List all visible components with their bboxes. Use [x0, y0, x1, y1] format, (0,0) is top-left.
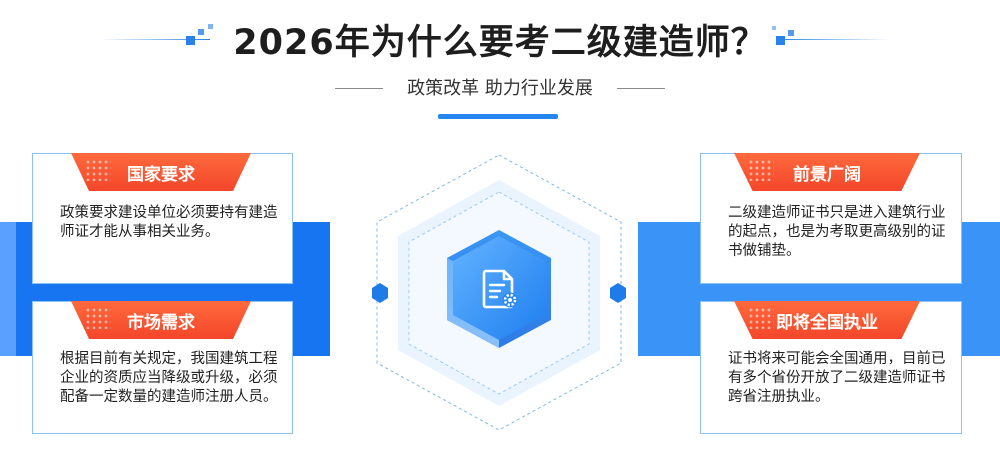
- card-ribbon-label: 国家要求: [71, 153, 251, 191]
- card-text: 证书将来可能会全国通用，目前已有多个省份开放了二级建造师证书跨省注册执业。: [728, 351, 946, 405]
- card-text: 政策要求建设单位必须要持有建造师证才能从事相关业务。: [60, 205, 278, 240]
- card-text: 二级建造师证书只是进入建筑行业的起点，也是为考取更高级别的证书做铺垫。: [728, 205, 946, 259]
- document-gear-icon: [482, 269, 518, 309]
- title-underline-bar: [438, 114, 558, 119]
- card-ribbon-label: 市场需求: [71, 301, 251, 339]
- subtitle-line-left: [335, 88, 383, 89]
- left-blue-strip-edge: [0, 222, 16, 356]
- card-broad-prospects: 前景广阔 二级建造师证书只是进入建筑行业的起点，也是为考取更高级别的证书做铺垫。: [700, 153, 962, 284]
- card-ribbon-label: 即将全国执业: [734, 301, 920, 339]
- page-subtitle: 政策改革 助力行业发展: [407, 78, 593, 99]
- card-text: 根据目前有关规定，我国建筑工程企业的资质应当降级或升级，必须配备一定数量的建造师…: [60, 351, 278, 405]
- title-decoration-right: [770, 24, 890, 48]
- page-title: 2026年为什么要考二级建造师？: [233, 23, 767, 63]
- card-ribbon-label: 前景广阔: [734, 153, 920, 191]
- card-national-requirement: 国家要求 政策要求建设单位必须要持有建造师证才能从事相关业务。: [32, 153, 293, 284]
- card-nationwide-practice: 即将全国执业 证书将来可能会全国通用，目前已有多个省份开放了二级建造师证书跨省注…: [700, 301, 962, 434]
- title-decoration-left: [100, 24, 220, 48]
- card-market-demand: 市场需求 根据目前有关规定，我国建筑工程企业的资质应当降级或升级，必须配备一定数…: [32, 301, 293, 434]
- center-hexagon-graphic: [372, 154, 626, 431]
- subtitle-line-right: [617, 88, 665, 89]
